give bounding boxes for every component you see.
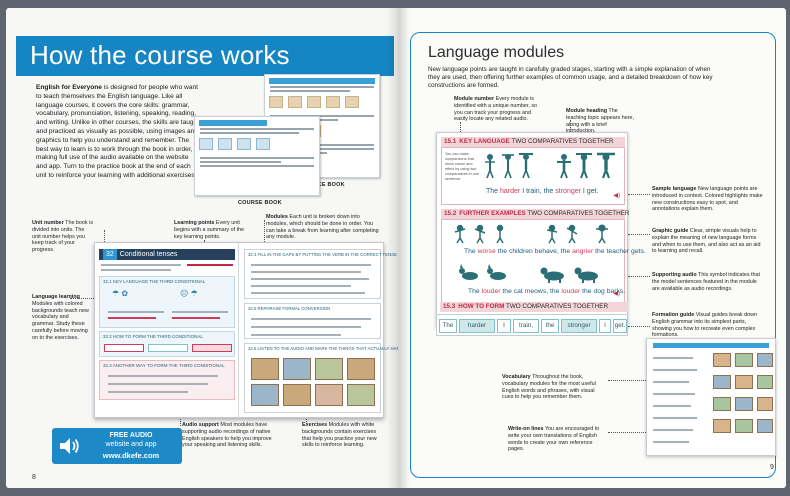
weightlifter-graphic (485, 152, 615, 179)
classroom-graphic (454, 224, 608, 244)
page-frame (410, 32, 776, 478)
left-page: How the course works English for Everyon… (6, 8, 414, 488)
module-15-2-body: The worse the children behave, the angri… (441, 219, 646, 303)
intro-text: is designed for people who want to teach… (36, 84, 200, 179)
audio-support-annotation: Audio support Most modules have supporti… (182, 422, 272, 449)
formation-guide-annotation: Formation guide Visual guides break down… (652, 312, 758, 339)
formation-guide: The harder I train, the stronger I get. (436, 314, 628, 336)
another-way-module: 32.3 ANOTHER WAY TO FORM THE THIRD CONDI… (99, 360, 235, 400)
exercise-module-gaps: 32.4 FILL IN THE GAPS BY PUTTING THE VER… (244, 249, 397, 299)
intro-paragraph: English for Everyone is designed for peo… (36, 84, 201, 181)
exercise-module-rephrase: 32.5 REPHRASE FORMAL CONVERSION (244, 303, 381, 339)
exercises-annotation: Exercises Modules with white backgrounds… (302, 422, 377, 449)
unit-number-annotation: Unit number The book is divided into uni… (32, 220, 94, 254)
speaker-icon (60, 438, 79, 454)
audio-box-subtitle: website and app (105, 441, 157, 448)
sample-language-annotation: Sample language New language points are … (652, 186, 763, 213)
exercise-module-listen: 32.6 LISTEN TO THE AUDIO AND MARK THE TH… (244, 343, 414, 413)
cat-dog-graphic (459, 264, 598, 283)
sample-sentence-2: The worse the children behave, the angri… (464, 248, 646, 255)
vocabulary-thumbnail (646, 338, 776, 456)
intro-bold: English for Everyone (36, 84, 102, 91)
sample-sentence-3: The louder the cat meows, the louder the… (468, 288, 626, 295)
module-heading-annotation: Module heading The teaching topic appear… (566, 108, 635, 134)
right-intro-paragraph: New language points are taught in carefu… (428, 66, 713, 89)
right-page-number: 9 (770, 464, 774, 471)
right-page: Language modules New language points are… (398, 8, 786, 488)
header-band: How the course works (16, 36, 394, 76)
sample-right-page: 32.4 FILL IN THE GAPS BY PUTTING THE VER… (240, 243, 414, 419)
write-on-lines-annotation: Write-on lines You are encouraged to wri… (508, 426, 600, 453)
supporting-audio-annotation: Supporting audio This symbol indicates t… (652, 272, 761, 292)
language-learning-annotation: Language learning Modules with colored b… (32, 294, 89, 341)
graphic-guide-annotation: Graphic guide Clear, simple visuals help… (652, 228, 761, 255)
left-page-number: 8 (32, 474, 36, 481)
audio-box-url: www.dkefe.com (102, 451, 160, 460)
course-book-caption: COURSE BOOK (238, 200, 282, 206)
practice-book-caption: PRACTICE BOOK (296, 182, 345, 188)
key-language-module: 32.1 KEY LANGUAGE THE THIRD CONDITIONAL … (99, 276, 235, 328)
modules-annotation: Modules Each unit is broken down into mo… (266, 214, 379, 241)
module-number-annotation: Module number Every module is identified… (454, 96, 538, 123)
audio-symbol-icon-2: ◀) (613, 291, 620, 297)
how-to-form-module: 32.2 HOW TO FORM THE THIRD CONDITIONAL (99, 331, 235, 357)
sample-sentence-1: The harder I train, the stronger I get. (486, 188, 599, 195)
right-page-title: Language modules (428, 44, 565, 61)
book-gutter (386, 8, 410, 488)
page-title: How the course works (30, 40, 290, 70)
audio-box-title: FREE AUDIO (109, 432, 153, 439)
free-audio-box: FREE AUDIO website and app www.dkefe.com (52, 428, 182, 464)
learning-points-annotation: Learning points Every unit begins with a… (174, 220, 245, 240)
module-15-1-body: You can make comparisons that show cause… (441, 147, 625, 205)
course-book-thumbnail (194, 116, 320, 196)
vocabulary-annotation: Vocabulary Throughout the book, vocabula… (502, 374, 596, 401)
audio-symbol-icon: ◀) (613, 193, 620, 199)
